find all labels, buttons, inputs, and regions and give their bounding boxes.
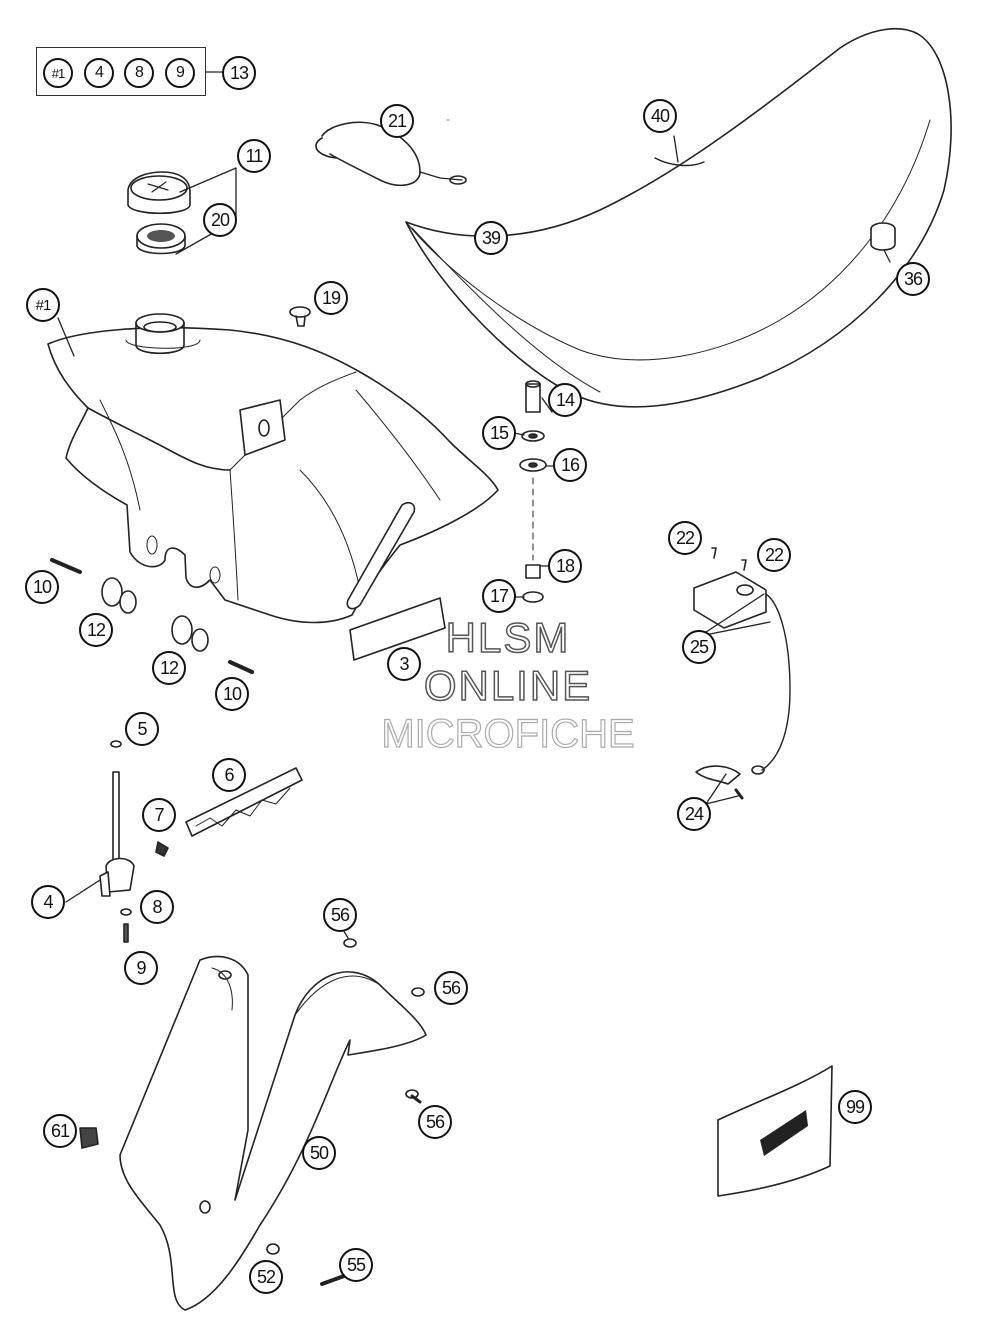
screws-10-drawing <box>50 558 254 674</box>
repair-kit-box <box>36 47 206 96</box>
callout-36[interactable]: 36 <box>896 262 930 296</box>
callout-39[interactable]: 39 <box>474 221 508 255</box>
callout-99[interactable]: 99 <box>838 1090 872 1124</box>
vent-hose-part-drawing <box>315 121 467 187</box>
callout-22-right[interactable]: 22 <box>757 538 791 572</box>
callout-4[interactable]: 4 <box>31 885 65 919</box>
fuel-tank-drawing <box>47 313 499 624</box>
cap-gasket-drawing <box>136 223 186 255</box>
cover-screws-drawing <box>79 938 425 1286</box>
mounting-stack-drawing <box>519 380 547 603</box>
callout-21[interactable]: 21 <box>380 104 414 138</box>
callout-17[interactable]: 17 <box>482 579 516 613</box>
watermark-line-2: ONLINE <box>423 661 593 710</box>
callout-20[interactable]: 20 <box>203 203 237 237</box>
callout-56-top[interactable]: 56 <box>323 898 357 932</box>
callout-16[interactable]: 16 <box>553 448 587 482</box>
callout-40[interactable]: 40 <box>643 99 677 133</box>
fuel-cap-drawing <box>127 171 191 214</box>
callout-14[interactable]: 14 <box>548 383 582 417</box>
callout-3[interactable]: 3 <box>387 647 421 681</box>
decal-drawing <box>717 1065 833 1197</box>
side-cover-drawing <box>119 955 427 1311</box>
foam-pad-drawing <box>349 597 446 661</box>
callout-8[interactable]: 8 <box>140 890 174 924</box>
kit-item-callout[interactable]: 9 <box>165 58 195 88</box>
kit-item-callout[interactable]: #1 <box>43 58 73 88</box>
callout-25[interactable]: 25 <box>682 630 716 664</box>
callout-12-top[interactable]: 12 <box>79 613 113 647</box>
callout-10-top[interactable]: 10 <box>25 570 59 604</box>
callout-56-middle[interactable]: 56 <box>434 971 468 1005</box>
leader-lines <box>57 71 891 939</box>
seat-bumper-drawing <box>870 222 896 251</box>
callout-18[interactable]: 18 <box>548 549 582 583</box>
kit-item-callout[interactable]: 4 <box>84 58 114 88</box>
switch-holder-drawing <box>695 765 744 800</box>
callout-24[interactable]: 24 <box>677 797 711 831</box>
callout-11[interactable]: 11 <box>237 139 271 173</box>
kit-result-callout[interactable]: 13 <box>222 56 256 90</box>
callout-22-left[interactable]: 22 <box>668 521 702 555</box>
callout-15[interactable]: 15 <box>482 416 516 450</box>
callout-61[interactable]: 61 <box>43 1114 77 1148</box>
seat-drawing <box>405 28 952 408</box>
rubber-bushings-drawing <box>101 577 209 652</box>
callout-tank[interactable]: #1 <box>26 288 60 322</box>
callout-50[interactable]: 50 <box>302 1136 336 1170</box>
callout-7[interactable]: 7 <box>142 798 176 832</box>
callout-55[interactable]: 55 <box>339 1248 373 1282</box>
callout-19[interactable]: 19 <box>314 281 348 315</box>
fuel-tap-drawing <box>99 740 135 943</box>
callout-10-bottom[interactable]: 10 <box>215 677 249 711</box>
callout-5[interactable]: 5 <box>125 712 159 746</box>
callout-9[interactable]: 9 <box>124 951 158 985</box>
watermark-line-1: HLSM <box>445 613 571 662</box>
watermark-line-3: MICROFICHE <box>381 711 636 756</box>
callout-6[interactable]: 6 <box>212 758 246 792</box>
callout-52[interactable]: 52 <box>249 1260 283 1294</box>
hose-clamp-drawing <box>155 841 169 857</box>
fuel-filter-drawing <box>185 767 303 837</box>
screw-19-drawing <box>289 306 311 327</box>
callout-56-bottom[interactable]: 56 <box>418 1105 452 1139</box>
callout-12-bottom[interactable]: 12 <box>152 651 186 685</box>
kit-item-callout[interactable]: 8 <box>124 58 154 88</box>
map-switch-drawing <box>693 547 791 775</box>
